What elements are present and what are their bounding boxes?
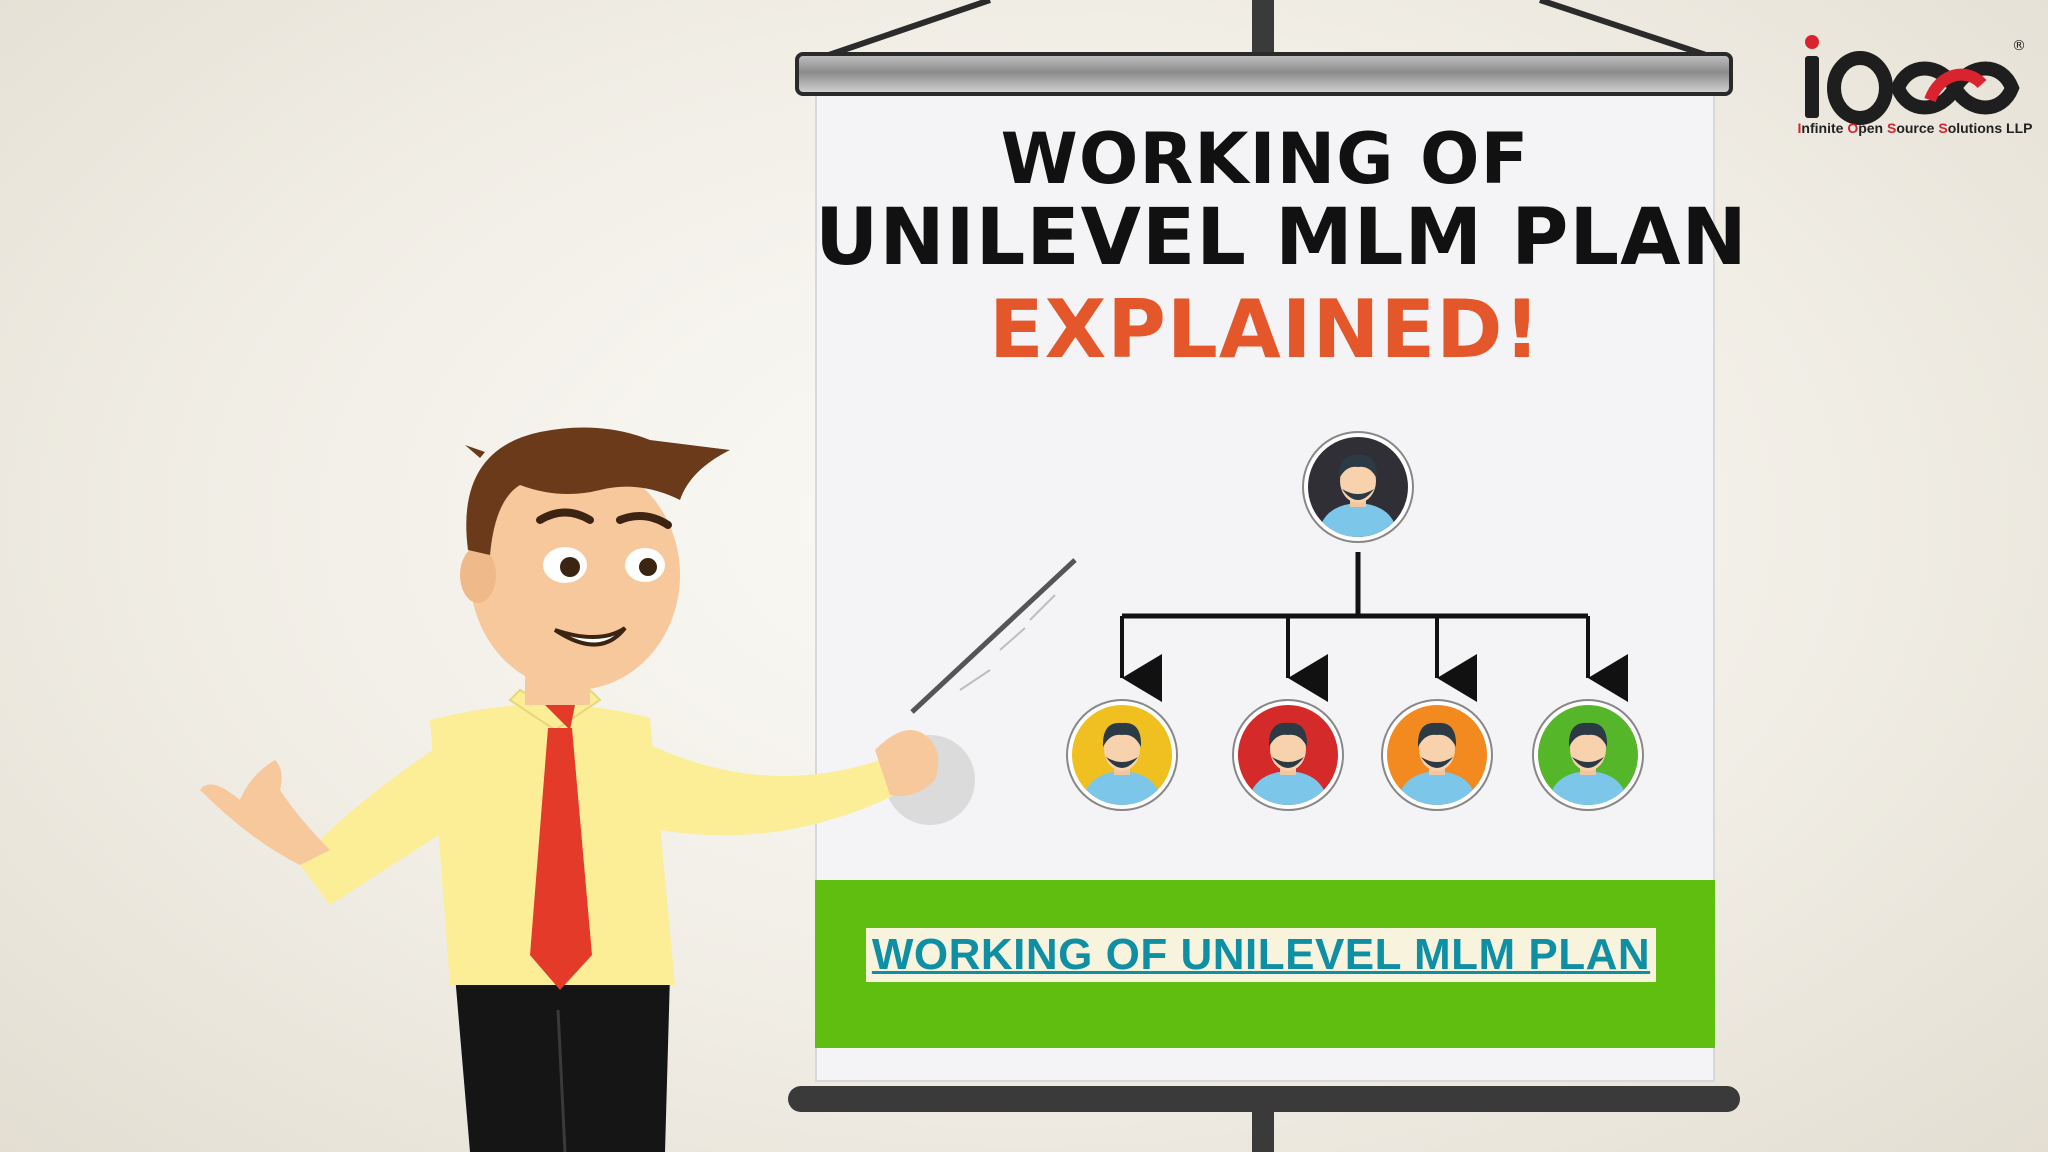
- board-top-roller: [795, 52, 1733, 96]
- logo-tagline: Infinite Open Source Solutions LLP: [1797, 120, 2033, 136]
- board-title-line1: WORKING OF: [1000, 118, 1530, 200]
- avatar-child-member-3: [1381, 699, 1493, 811]
- avatar-child-member-4: [1532, 699, 1644, 811]
- svg-text:®: ®: [2012, 38, 2026, 54]
- caption-link-highlight[interactable]: WORKING OF UNILEVEL MLM PLAN: [866, 928, 1656, 982]
- board-title-line3: EXPLAINED!: [988, 283, 1542, 376]
- pointer-stick: [910, 558, 1077, 714]
- avatar-top-member: [1302, 431, 1414, 543]
- stand-pole-top: [1252, 0, 1274, 56]
- avatar-child-member-1: [1066, 699, 1178, 811]
- stand-pole-bottom: [1252, 1104, 1274, 1152]
- company-logo: ®: [1805, 35, 2026, 125]
- board-title-line2: UNILEVEL MLM PLAN: [815, 193, 1748, 283]
- avatar-child-member-2: [1232, 699, 1344, 811]
- caption-link[interactable]: WORKING OF UNILEVEL MLM PLAN: [871, 930, 1651, 979]
- board-bottom-roller: [788, 1086, 1740, 1112]
- hanging-wires: [819, 0, 1716, 61]
